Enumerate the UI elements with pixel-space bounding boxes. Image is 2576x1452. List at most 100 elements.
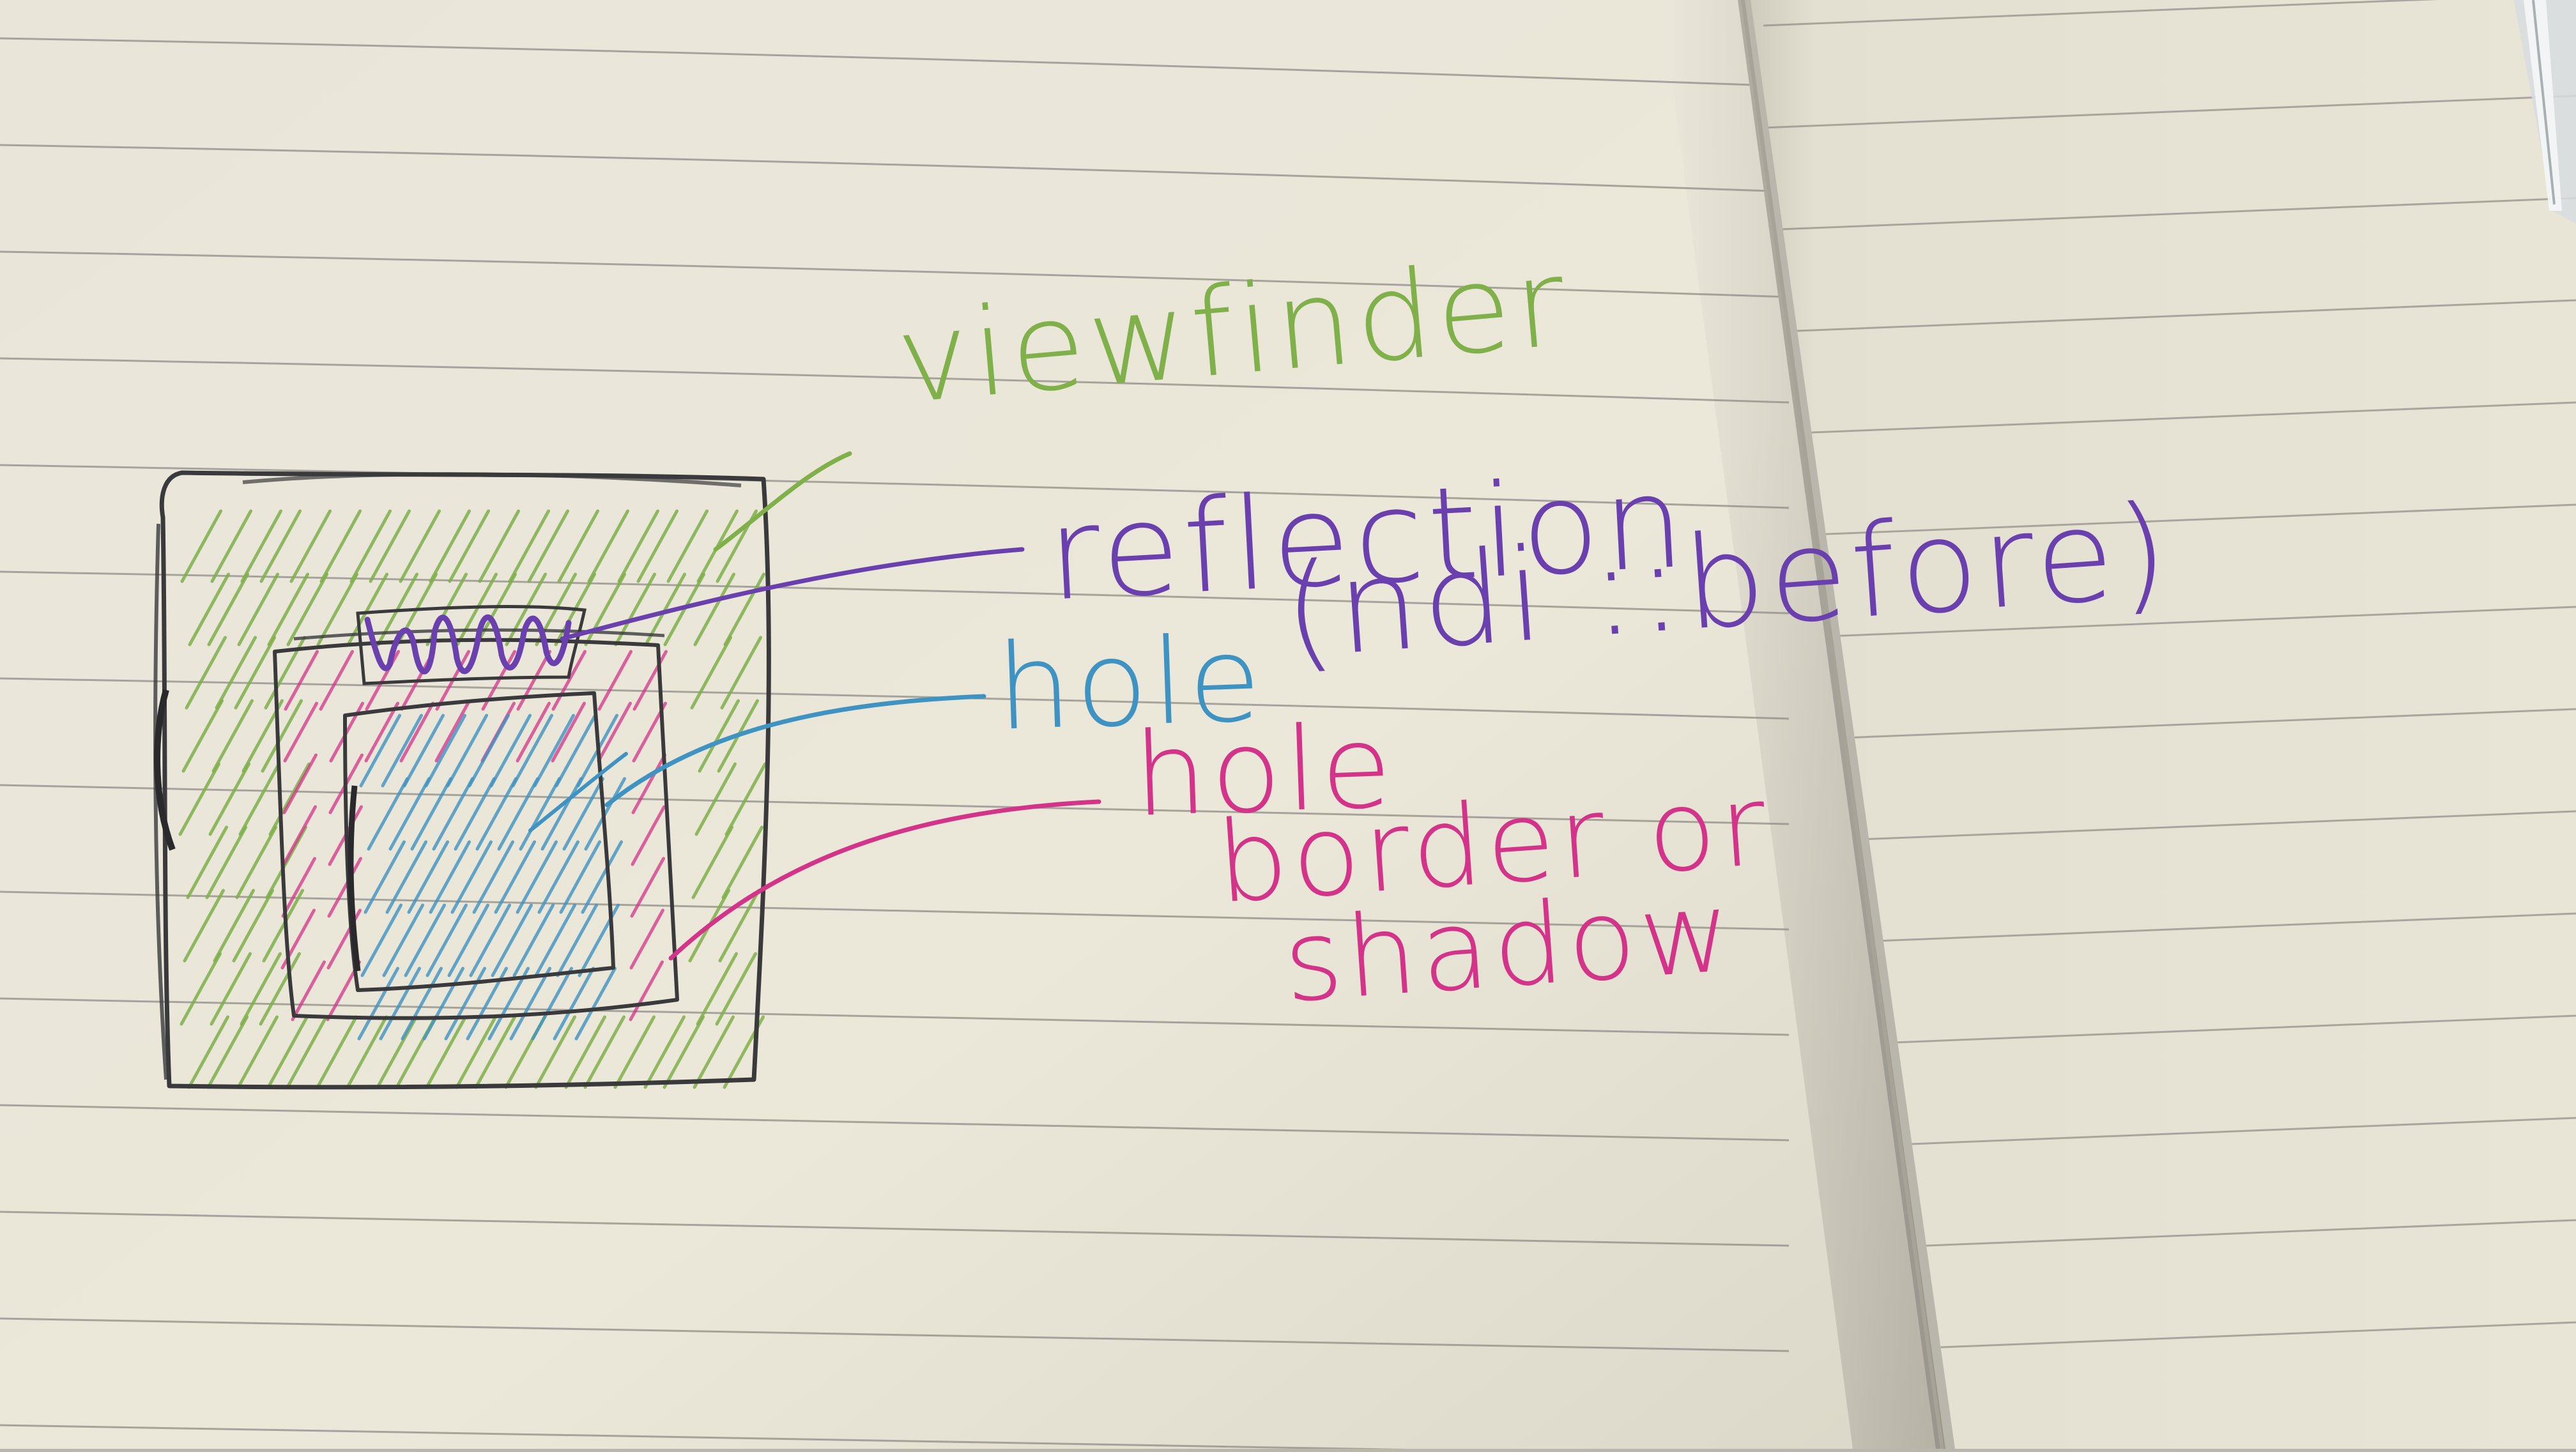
- hatch-stroke: [509, 967, 551, 1041]
- green-hatching: [178, 509, 767, 1089]
- hatch-stroke: [516, 840, 558, 914]
- hatch-stroke: [215, 636, 257, 710]
- hatch-stroke: [629, 908, 664, 970]
- rule-line: [1763, 503, 2576, 538]
- hatch-stroke: [666, 509, 709, 583]
- hatch-stroke: [574, 967, 617, 1041]
- hatch-stroke: [724, 762, 767, 836]
- hatch-stroke: [540, 777, 583, 851]
- rule-line: [0, 464, 1790, 509]
- hatch-stroke: [693, 1015, 735, 1089]
- hatch-stroke: [450, 840, 493, 914]
- hatch-stroke: [236, 1015, 279, 1089]
- hatch-stroke: [425, 1015, 467, 1089]
- hatch-stroke: [690, 636, 732, 710]
- hatch-stroke: [508, 509, 550, 583]
- hatch-stroke: [402, 714, 445, 788]
- hatch-stroke: [562, 777, 604, 851]
- hatch-stroke: [286, 572, 328, 646]
- hatch-stroke: [534, 903, 576, 977]
- rule-line: [0, 1211, 1790, 1247]
- hatch-stroke: [207, 572, 249, 646]
- rule-line: [0, 357, 1790, 404]
- hatch-stroke: [583, 1015, 625, 1089]
- hatch-stroke: [291, 960, 326, 1021]
- hatch-stroke: [613, 1015, 656, 1089]
- hatch-stroke: [379, 967, 421, 1041]
- hatch-stroke: [553, 967, 595, 1041]
- rule-line: [0, 1424, 1790, 1449]
- hatch-stroke: [617, 509, 659, 583]
- hatch-stroke: [723, 572, 765, 646]
- hatch-stroke: [316, 572, 358, 646]
- hatch-stroke: [475, 572, 517, 646]
- hatch-stroke: [551, 701, 586, 763]
- hatch-stroke: [447, 903, 489, 977]
- hatch-stroke: [181, 699, 224, 773]
- hatch-stroke: [715, 952, 757, 1026]
- hatch-stroke: [519, 777, 561, 851]
- hatch-stroke: [410, 777, 452, 851]
- hatch-stroke: [489, 714, 532, 788]
- hatch-stroke: [718, 889, 760, 963]
- hatch-stroke: [210, 952, 252, 1026]
- hatch-stroke: [240, 952, 282, 1026]
- hatch-stroke: [534, 1015, 576, 1089]
- hatch-stroke: [234, 636, 276, 710]
- hatch-stroke: [367, 777, 409, 851]
- hatch-stroke: [183, 889, 225, 963]
- hatch-stroke: [211, 699, 254, 773]
- hatch-stroke: [185, 636, 227, 710]
- hatch-stroke: [364, 840, 406, 914]
- hatch-stroke: [468, 714, 510, 788]
- hatch-stroke: [237, 572, 279, 646]
- hatch-stroke: [557, 509, 599, 583]
- hatch-stroke: [187, 1015, 229, 1089]
- hatch-stroke: [429, 509, 471, 583]
- hatch-stroke: [286, 1015, 328, 1089]
- hatch-stroke: [235, 825, 277, 899]
- hatch-stroke: [512, 903, 555, 977]
- page-gutter: [1661, 0, 1945, 1449]
- hatch-stroke: [381, 714, 423, 788]
- hatch-stroke: [455, 1015, 497, 1089]
- hatch-stroke: [283, 701, 318, 763]
- hatch-stroke: [497, 777, 539, 851]
- hatch-stroke: [316, 1015, 358, 1089]
- hatch-stroke: [644, 572, 686, 646]
- hatch-stroke: [319, 509, 362, 583]
- hatch-stroke: [327, 857, 362, 918]
- pen: [2514, 0, 2576, 224]
- rule-line: [1763, 0, 2576, 27]
- hatch-stroke: [284, 650, 319, 711]
- reflection-scribble: [364, 614, 572, 675]
- hatch-stroke: [556, 903, 598, 977]
- hatch-stroke: [454, 777, 496, 851]
- hatch-stroke: [587, 509, 629, 583]
- hatch-stroke: [401, 967, 443, 1041]
- rule-line: [1763, 810, 2576, 844]
- rule-line: [0, 144, 1790, 193]
- hatch-stroke: [531, 967, 573, 1041]
- hatch-stroke: [446, 714, 488, 788]
- hole-blue-leader: [604, 694, 986, 807]
- hatch-stroke: [178, 762, 220, 836]
- hatch-stroke: [259, 952, 301, 1026]
- hatch-stroke: [319, 650, 354, 711]
- hatch-stroke: [636, 509, 678, 583]
- hatch-stroke: [232, 889, 274, 963]
- hatch-stroke: [663, 1015, 705, 1089]
- hatch-stroke: [262, 889, 304, 963]
- hatch-stroke: [494, 840, 536, 914]
- hatch-stroke: [282, 753, 318, 814]
- hatch-stroke: [597, 701, 632, 763]
- hatch-stroke: [385, 840, 427, 914]
- hatch-stroke: [240, 509, 282, 583]
- hatch-stroke: [346, 1015, 388, 1089]
- rule-line: [1763, 606, 2576, 640]
- hatch-stroke: [282, 805, 317, 866]
- hatch-stroke: [364, 701, 399, 763]
- hatch-stroke: [359, 714, 401, 788]
